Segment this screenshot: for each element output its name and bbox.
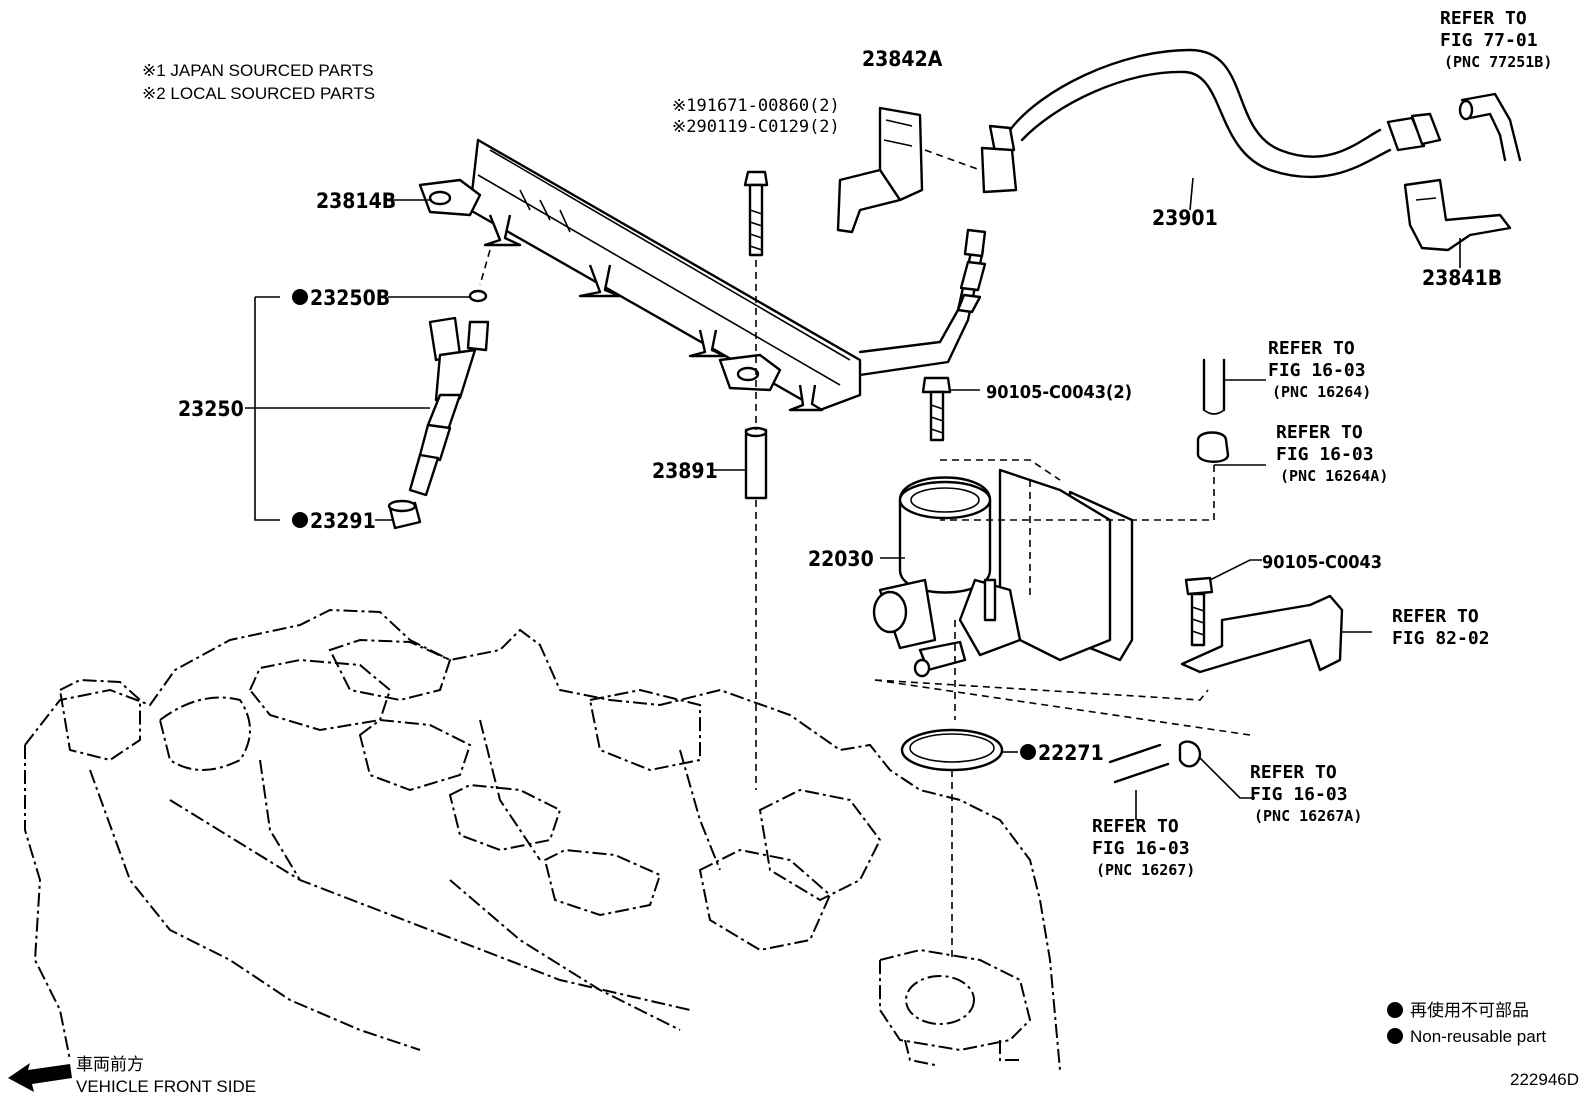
part-23250: 23250 xyxy=(178,397,244,421)
part-23842A: 23842A xyxy=(862,47,943,71)
throttle-body xyxy=(872,459,1134,720)
note-japan: ※1 JAPAN SOURCED PARTS xyxy=(142,61,374,80)
refer-16264-label: REFER TO xyxy=(1268,338,1355,359)
fuel-injector xyxy=(387,289,490,530)
nonreusable-marker-22271 xyxy=(1020,744,1036,760)
part-23901: 23901 xyxy=(1152,206,1218,230)
legend-marker-en xyxy=(1387,1028,1403,1044)
refer-16264A-fig: FIG 16-03 xyxy=(1276,444,1374,465)
refer-16267A-pnc: (PNC 16267A) xyxy=(1254,807,1362,825)
refer-82-fig: FIG 82-02 xyxy=(1392,628,1490,649)
gasket xyxy=(900,728,1004,960)
front-en: VEHICLE FRONT SIDE xyxy=(76,1077,256,1096)
fuel-hose xyxy=(980,48,1522,194)
part-23291: 23291 xyxy=(310,509,376,533)
leader-lines xyxy=(245,177,1461,820)
part-23250B: 23250B xyxy=(310,286,390,310)
refer-16267A-fig: FIG 16-03 xyxy=(1250,784,1348,805)
bracket-23841B xyxy=(1403,178,1512,252)
part-22030: 22030 xyxy=(808,547,874,571)
part-23891: 23891 xyxy=(652,459,718,483)
throttle-bracket xyxy=(1180,594,1344,674)
bolt-90105-single xyxy=(1184,576,1214,647)
bolt-number-2: ※290119-C0129(2) xyxy=(672,117,840,137)
nonreusable-marker-23250B xyxy=(292,289,308,305)
refer-82-label: REFER TO xyxy=(1392,606,1479,627)
nonreusable-marker-23291 xyxy=(292,512,308,528)
legend-jp: 再使用不可部品 xyxy=(1410,1000,1529,1020)
refer-16264-fig: FIG 16-03 xyxy=(1268,360,1366,381)
note-local: ※2 LOCAL SOURCED PARTS xyxy=(142,84,375,103)
refer-77-fig: FIG 77-01 xyxy=(1440,30,1538,51)
refer-16267A-label: REFER TO xyxy=(1250,762,1337,783)
bolt-and-spacer xyxy=(479,170,769,790)
bolt-number-3: 90105-C0043(2) xyxy=(986,382,1132,403)
legend-en: Non-reusable part xyxy=(1410,1027,1546,1046)
part-23841B: 23841B xyxy=(1422,266,1502,290)
refer-16264-pnc: (PNC 16264) xyxy=(1272,383,1371,401)
bolt-90105 xyxy=(921,376,952,442)
refer-16267-label: REFER TO xyxy=(1092,816,1179,837)
refer-16264A-label: REFER TO xyxy=(1276,422,1363,443)
refer-77-pnc: (PNC 77251B) xyxy=(1444,53,1552,71)
part-23814B: 23814B xyxy=(316,189,396,213)
refer-16267-fig: FIG 16-03 xyxy=(1092,838,1190,859)
hose-16264 xyxy=(940,358,1230,521)
front-arrow-icon xyxy=(8,1063,72,1092)
bracket-23842A xyxy=(836,106,981,234)
bolt-number-4: 90105-C0043 xyxy=(1262,552,1382,573)
refer-16264A-pnc: (PNC 16264A) xyxy=(1280,467,1388,485)
front-jp: 車両前方 xyxy=(76,1055,144,1074)
intake-manifold-phantom xyxy=(24,608,1061,1071)
legend-marker-jp xyxy=(1387,1002,1403,1018)
refer-16267-pnc: (PNC 16267) xyxy=(1096,861,1195,879)
bolt-number-1: ※191671-00860(2) xyxy=(672,96,840,116)
figure-id: 222946D xyxy=(1510,1070,1579,1089)
part-22271: 22271 xyxy=(1038,741,1104,765)
fuel-delivery-pipe xyxy=(418,138,987,412)
refer-77-label: REFER TO xyxy=(1440,8,1527,29)
hose-16267 xyxy=(874,679,1251,784)
